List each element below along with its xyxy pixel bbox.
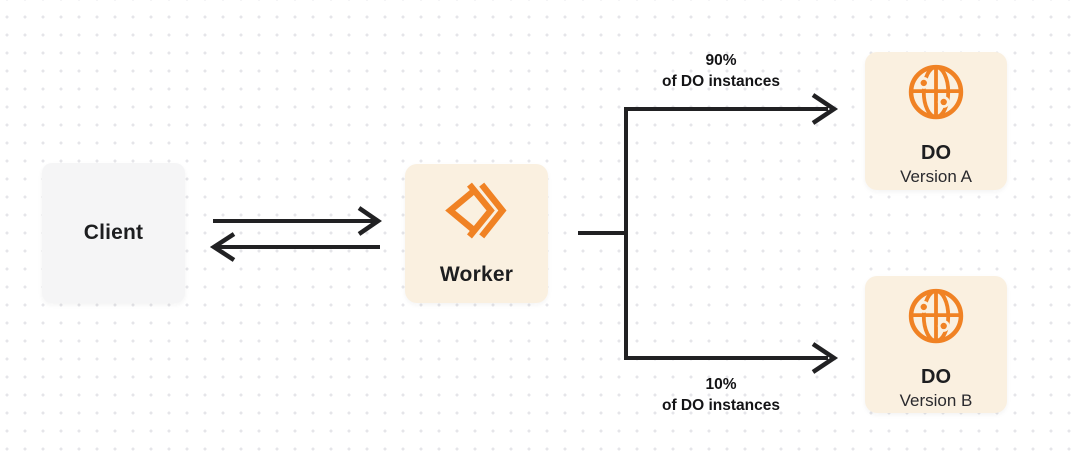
- client-label: Client: [83, 221, 144, 244]
- do-version-b-node: DO Version B: [865, 276, 1007, 413]
- durable-object-globe-icon: [908, 64, 964, 120]
- request-arrow: [213, 206, 382, 236]
- traffic-split-caption-90: of DO instances: [662, 73, 780, 90]
- traffic-split-percent-90: 90%: [705, 52, 737, 69]
- do-version-b-title: DO: [921, 366, 951, 388]
- worker-node: Worker: [405, 164, 548, 303]
- arrow-to-version-b: [624, 342, 839, 374]
- do-version-a-subtitle: Version A: [900, 167, 972, 186]
- do-version-a-node: DO Version A: [865, 52, 1007, 190]
- durable-object-globe-icon: [908, 288, 964, 344]
- arrow-to-version-a: [624, 93, 839, 125]
- do-version-b-subtitle: Version B: [899, 391, 973, 410]
- traffic-split-label-10: 10% of DO instances: [611, 374, 831, 416]
- worker-label: Worker: [439, 263, 514, 286]
- split-connector: [578, 109, 628, 356]
- cloudflare-workers-chevrons-icon: [444, 182, 507, 239]
- traffic-split-percent-10: 10%: [705, 376, 737, 393]
- traffic-split-label-90: 90% of DO instances: [611, 50, 831, 92]
- client-node: Client: [42, 163, 185, 303]
- do-version-a-title: DO: [921, 142, 951, 164]
- response-arrow: [209, 232, 380, 262]
- traffic-split-caption-10: of DO instances: [662, 397, 780, 414]
